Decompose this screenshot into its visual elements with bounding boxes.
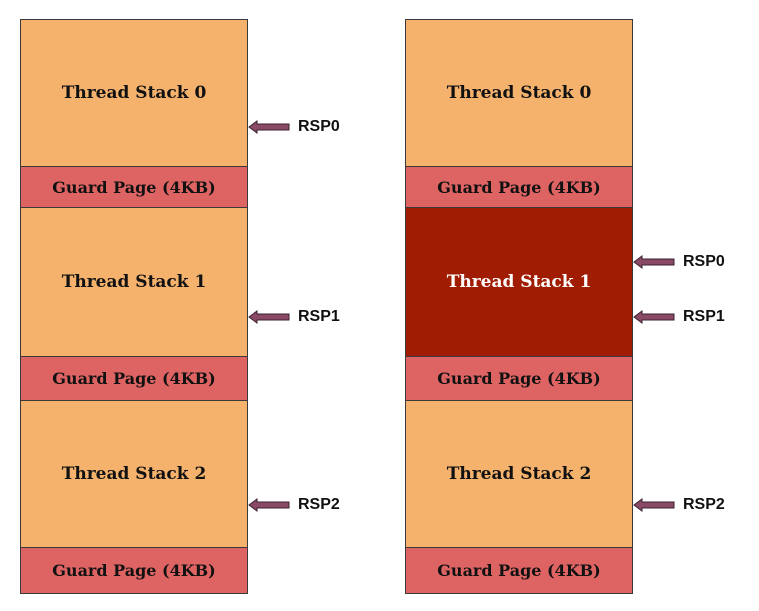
rsp2-pointer-left: RSP2 — [248, 494, 340, 516]
left-arrow-icon — [633, 310, 675, 324]
left-arrow-icon — [248, 498, 290, 512]
rsp2-label: RSP2 — [683, 496, 725, 513]
guard-page-0: Guard Page (4KB) — [20, 166, 248, 208]
rsp0-pointer-right: RSP0 — [633, 251, 725, 273]
rsp2-pointer-right: RSP2 — [633, 494, 725, 516]
rsp1-label: RSP1 — [298, 308, 340, 325]
thread-stack-2: Thread Stack 2 — [20, 400, 248, 548]
rsp0-label: RSP0 — [298, 118, 340, 135]
left-arrow-icon — [248, 120, 290, 134]
guard-page-1: Guard Page (4KB) — [20, 356, 248, 401]
left-arrow-icon — [633, 498, 675, 512]
rsp1-pointer-right: RSP1 — [633, 306, 725, 328]
rsp0-label: RSP0 — [683, 253, 725, 270]
guard-page-2: Guard Page (4KB) — [20, 547, 248, 594]
rsp1-pointer-left: RSP1 — [248, 306, 340, 328]
guard-page-1: Guard Page (4KB) — [405, 356, 633, 401]
rsp2-label: RSP2 — [298, 496, 340, 513]
left-arrow-icon — [633, 255, 675, 269]
thread-stack-0: Thread Stack 0 — [20, 19, 248, 167]
thread-stack-0: Thread Stack 0 — [405, 19, 633, 167]
guard-page-0: Guard Page (4KB) — [405, 166, 633, 208]
thread-stack-1: Thread Stack 1 — [20, 207, 248, 357]
rsp1-label: RSP1 — [683, 308, 725, 325]
thread-stack-2: Thread Stack 2 — [405, 400, 633, 548]
rsp0-pointer-left: RSP0 — [248, 116, 340, 138]
left-arrow-icon — [248, 310, 290, 324]
thread-stack-1-highlighted: Thread Stack 1 — [405, 207, 633, 357]
guard-page-2: Guard Page (4KB) — [405, 547, 633, 594]
